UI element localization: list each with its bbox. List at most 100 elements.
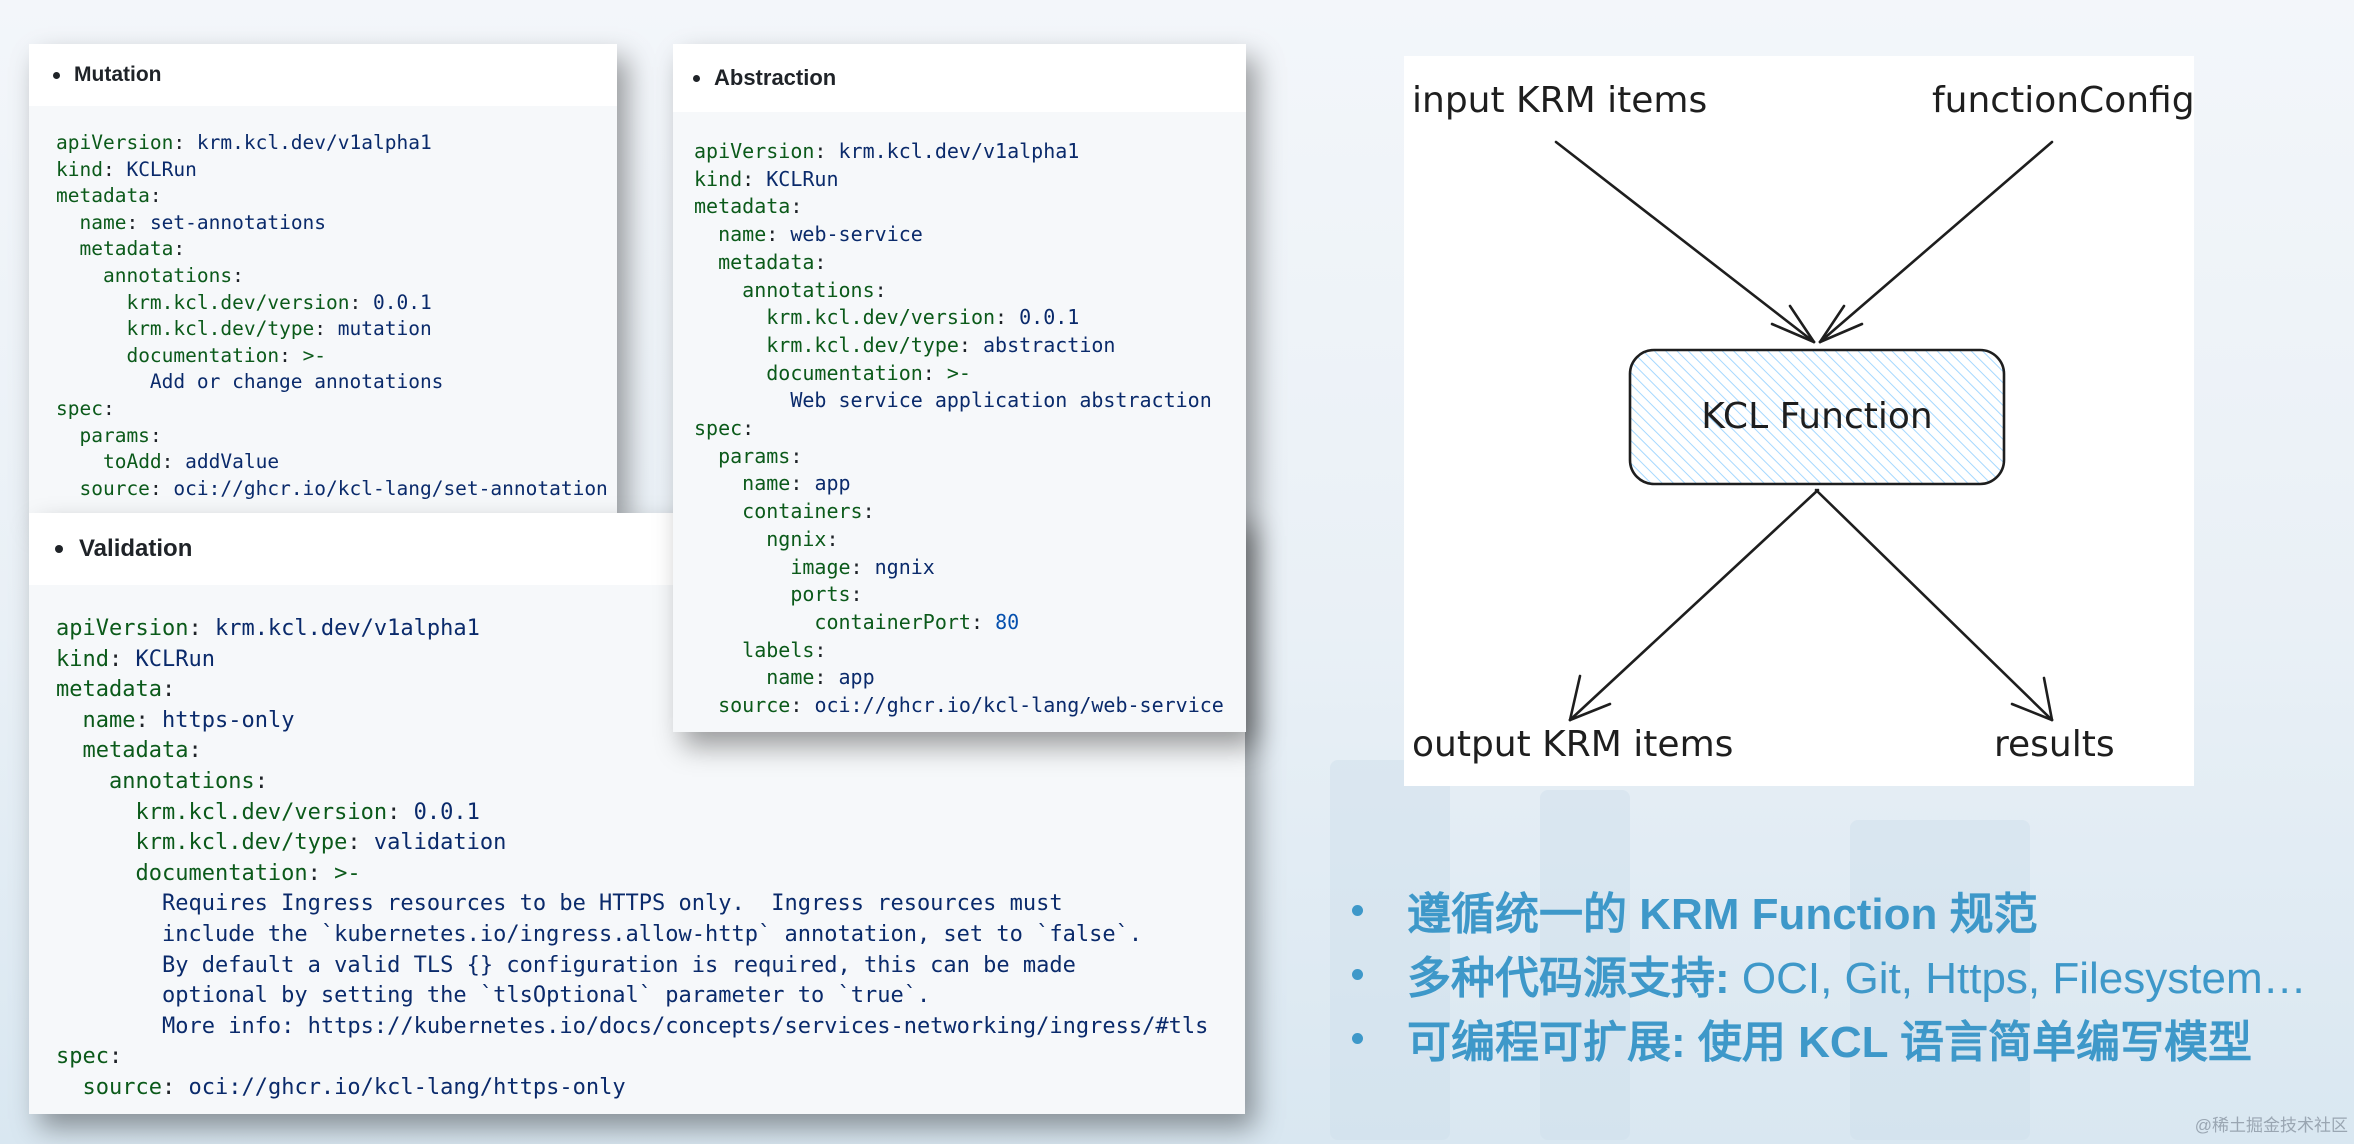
watermark: @稀土掘金技术社区 xyxy=(2194,1116,2348,1135)
code-line: metadata: xyxy=(79,237,186,261)
code-key: annotations xyxy=(108,768,255,794)
code-key: source xyxy=(79,476,150,500)
code-line: name: https-only xyxy=(82,707,295,733)
code-key: containers xyxy=(742,499,863,524)
code-line: metadata: xyxy=(718,249,827,274)
code-line: spec: xyxy=(694,416,755,441)
code-line: metadata: xyxy=(56,184,162,208)
code-line: params: xyxy=(79,423,162,447)
code-line: metadata: xyxy=(694,194,803,219)
krm-function-diagram: input KRM items functionConfig KCL Funct… xyxy=(1404,56,2195,786)
code-line: metadata: xyxy=(56,677,176,703)
code-value: app xyxy=(838,665,875,690)
code-line: kind: KCLRun xyxy=(56,646,215,672)
code-line: source: oci://ghcr.io/kcl-lang/set-annot… xyxy=(79,476,608,500)
code-line: Web service application abstraction xyxy=(694,388,1212,413)
code-line: More info: https://kubernetes.io/docs/co… xyxy=(56,1014,1208,1039)
code-key: source xyxy=(82,1074,162,1100)
validation-title: Validation xyxy=(79,535,193,562)
mutation-code: apiVersion: krm.kcl.dev/v1alpha1 kind: K… xyxy=(29,106,617,502)
code-key: annotations xyxy=(102,263,233,287)
code-value: oci://ghcr.io/kcl-lang/set-annotation xyxy=(173,476,608,500)
output-arrow xyxy=(1568,488,1820,722)
code-line: containerPort: 80 xyxy=(814,609,1020,634)
code-line: documentation: >- xyxy=(126,343,327,367)
code-value: validation xyxy=(373,830,507,856)
code-line: spec: xyxy=(56,396,115,420)
code-value: mutation xyxy=(337,317,432,341)
mutation-header: Mutation xyxy=(29,44,617,106)
code-value: 0.0.1 xyxy=(1019,305,1080,330)
config-arrow xyxy=(1818,140,2054,344)
bullet-dot xyxy=(53,71,60,79)
feature-text: 多种代码源支持: OCI, Git, Https, Filesystem… xyxy=(1407,954,2307,1003)
code-value: app xyxy=(814,471,851,496)
code-key: metadata xyxy=(694,194,791,219)
diagram-canvas: input KRM items functionConfig KCL Funct… xyxy=(1412,80,2195,765)
feature-text: 遵循统一的 KRM Function 规范 xyxy=(1407,890,2038,939)
code-value: Add or change annotations xyxy=(149,370,444,394)
code-key: documentation xyxy=(126,343,280,367)
kcl-function-box: KCL Function xyxy=(1628,348,2006,486)
code-line: documentation: >- xyxy=(766,360,971,385)
code-key: krm.kcl.dev/version xyxy=(135,799,388,825)
feature-text: 可编程可扩展: 使用 KCL 语言简单编写模型 xyxy=(1407,1018,2252,1067)
code-key: krm.kcl.dev/type xyxy=(135,830,348,856)
abstraction-code: apiVersion: krm.kcl.dev/v1alpha1 kind: K… xyxy=(673,112,1246,720)
code-line: metadata: xyxy=(82,738,202,764)
abstraction-header: Abstraction xyxy=(673,44,1246,112)
code-key: name xyxy=(718,222,767,247)
code-value: Requires Ingress resources to be HTTPS o… xyxy=(161,891,1063,917)
code-key: metadata xyxy=(56,184,150,208)
code-line: containers: xyxy=(742,499,875,524)
code-value: optional by setting the `tlsOptional` pa… xyxy=(161,983,931,1009)
feature-item: 遵循统一的 KRM Function 规范 xyxy=(1352,878,2307,942)
code-value: Web service application abstraction xyxy=(790,388,1212,413)
code-key: ports xyxy=(790,582,851,607)
code-line: image: ngnix xyxy=(790,554,935,579)
code-key: containerPort xyxy=(814,609,971,634)
code-line: annotations: xyxy=(102,263,244,287)
code-key: documentation xyxy=(135,860,308,886)
code-value: addValue xyxy=(185,450,280,474)
bullet-dot xyxy=(1352,1032,1363,1044)
code-key: kind xyxy=(56,646,109,672)
kcl-function-label: KCL Function xyxy=(1701,396,1932,437)
code-value: >- xyxy=(334,860,361,886)
code-line: krm.kcl.dev/version: 0.0.1 xyxy=(126,290,432,314)
code-line: annotations: xyxy=(108,768,268,794)
code-value: By default a valid TLS {} configuration … xyxy=(161,952,1076,978)
code-value: abstraction xyxy=(983,332,1116,357)
results-arrow xyxy=(1814,488,2054,722)
bullet-dot xyxy=(1352,904,1363,916)
code-key: apiVersion xyxy=(694,139,815,163)
bullet-dot xyxy=(55,545,63,553)
code-line: params: xyxy=(718,443,803,468)
code-line: ports: xyxy=(790,582,863,607)
code-key: metadata xyxy=(82,738,189,764)
feature-item: 可编程可扩展: 使用 KCL 语言简单编写模型 xyxy=(1352,1006,2307,1070)
code-line: ngnix: xyxy=(766,526,839,551)
code-line: krm.kcl.dev/version: 0.0.1 xyxy=(135,799,480,825)
code-value: include the `kubernetes.io/ingress.allow… xyxy=(161,921,1143,947)
bullet-dot xyxy=(693,74,700,82)
code-value: >- xyxy=(946,360,971,385)
code-key: apiVersion xyxy=(56,131,174,154)
code-line: labels: xyxy=(742,637,827,662)
code-key: documentation xyxy=(766,360,923,385)
code-value: krm.kcl.dev/v1alpha1 xyxy=(196,131,432,154)
code-value: KCLRun xyxy=(766,166,839,191)
code-value: KCLRun xyxy=(126,157,197,181)
code-value: web-service xyxy=(790,222,923,247)
code-value: ngnix xyxy=(874,554,935,579)
code-key: params xyxy=(79,423,150,447)
code-key: name xyxy=(766,665,815,690)
code-key: spec xyxy=(56,396,103,420)
code-line: name: web-service xyxy=(718,222,923,247)
code-line: documentation: >- xyxy=(135,860,361,886)
input-arrow xyxy=(1554,140,1816,344)
code-line: name: set-annotations xyxy=(79,210,327,234)
code-key: toAdd xyxy=(102,450,162,474)
code-value: oci://ghcr.io/kcl-lang/https-only xyxy=(188,1074,626,1100)
code-value: KCLRun xyxy=(135,646,215,672)
